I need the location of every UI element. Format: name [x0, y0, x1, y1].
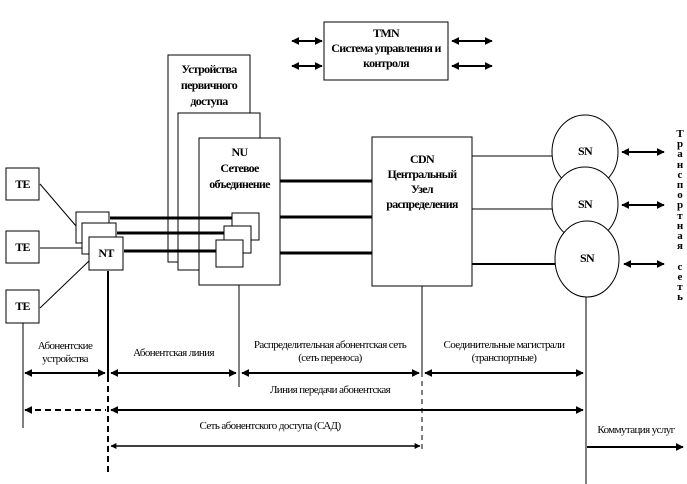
transport-network-label: Т р а н с п о р т н а я с е т ь — [676, 128, 684, 304]
primary-access-line2: первичного — [180, 78, 238, 92]
te-label-2: TE — [15, 240, 30, 254]
nu-port-3 — [215, 239, 244, 268]
te-box-3 — [5, 289, 40, 324]
label-distribution-network-2: (сеть переноса) — [298, 352, 362, 364]
cdn-title: CDN — [410, 152, 435, 166]
tmn-line1: Система управления и — [331, 41, 441, 55]
link-te1-nt — [39, 183, 77, 227]
label-access-network: Сеть абонентского доступа (САД) — [199, 420, 341, 432]
nu-line1: Сетевое — [220, 161, 259, 175]
cdn-box — [371, 136, 473, 287]
sn-circle-3 — [554, 220, 620, 298]
te-box-1 — [5, 167, 40, 201]
tmn-box — [323, 21, 449, 81]
label-trunk-lines-1: Соединительные магистрали — [443, 339, 566, 351]
nu-line2: объединение — [209, 177, 270, 191]
te-label-1: TE — [15, 177, 30, 191]
sn-label-3: SN — [580, 251, 595, 265]
tmn-line2: контроля — [363, 56, 410, 70]
label-subscriber-devices-2: устройства — [42, 353, 88, 365]
label-subscriber-line: Абонентская линия — [133, 347, 214, 359]
te-label-3: TE — [15, 299, 30, 313]
label-service-switching: Коммутация услуг — [597, 424, 675, 436]
cdn-line2: Узел — [411, 182, 434, 196]
nt-label: NT — [98, 246, 114, 260]
tmn-title: TMN — [373, 26, 400, 40]
nu-title: NU — [231, 145, 249, 159]
label-trunk-lines-2: (транспортные) — [471, 352, 537, 364]
primary-access-line1: Устройства — [181, 62, 237, 76]
nt-box — [88, 236, 124, 271]
sn-label-2: SN — [578, 197, 593, 211]
label-subscriber-devices-1: Абонентские — [37, 340, 93, 352]
label-distribution-network-1: Распределительная абонентская сеть — [253, 339, 407, 351]
label-subscriber-transmission-line: Линия передачи абонентская — [269, 384, 391, 396]
link-te3-nt — [39, 260, 90, 309]
primary-access-line3: доступа — [190, 94, 228, 108]
sn-label-1: SN — [578, 144, 593, 158]
cdn-line1: Центральный — [387, 167, 458, 181]
te-box-2 — [5, 230, 40, 264]
cdn-line3: распределения — [386, 197, 458, 211]
